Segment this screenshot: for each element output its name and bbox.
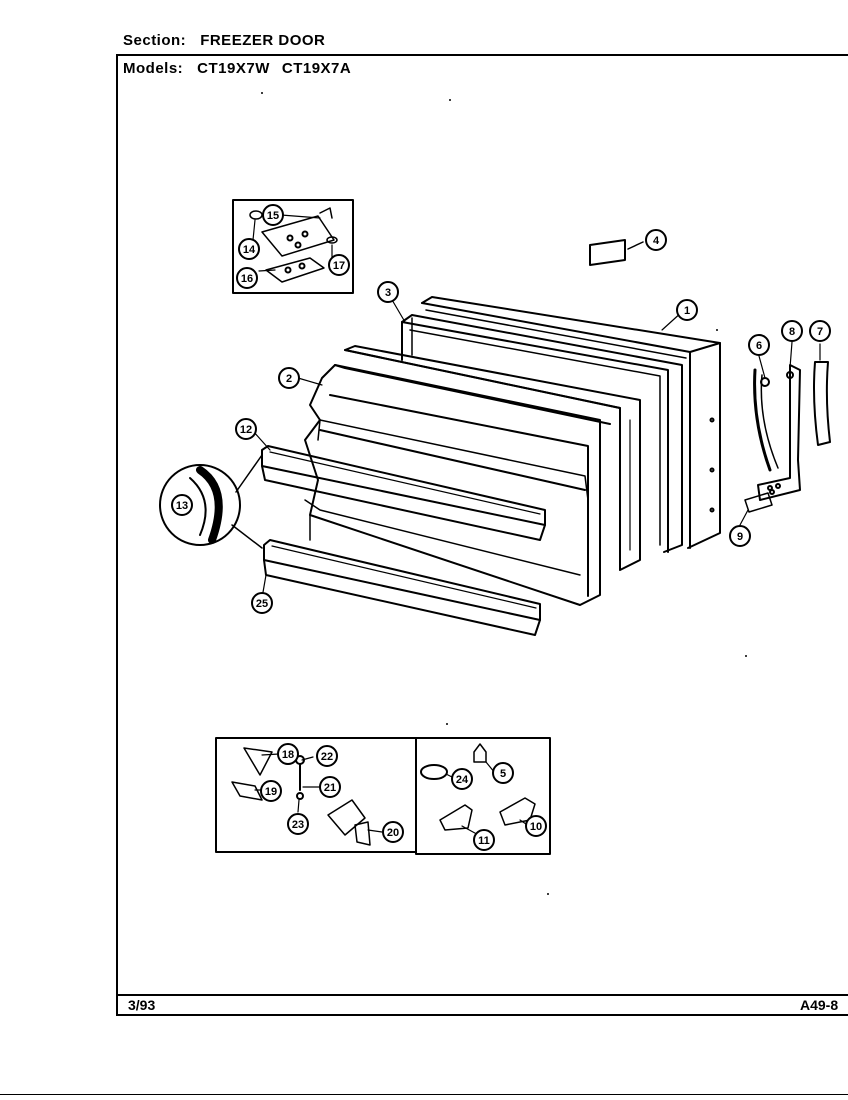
shelf-end-detail — [159, 454, 263, 549]
callout-number: 5 — [500, 768, 506, 780]
part-callout-20[interactable]: 20 — [382, 821, 404, 843]
callout-circle — [451, 768, 473, 790]
part-callout-9[interactable]: 9 — [729, 525, 751, 547]
callout-circle — [382, 821, 404, 843]
model-number: CT19X7W — [197, 60, 270, 77]
callout-number: 8 — [789, 326, 795, 338]
callout-number: 20 — [387, 827, 399, 839]
diagram-frame — [116, 54, 848, 1016]
part-callout-19[interactable]: 19 — [260, 780, 282, 802]
part-callout-3[interactable]: 3 — [377, 281, 399, 303]
callout-circle — [748, 334, 770, 356]
hardware-inset — [415, 737, 551, 855]
callout-circle — [287, 813, 309, 835]
callout-circle — [260, 780, 282, 802]
callout-circle — [316, 745, 338, 767]
part-callout-18[interactable]: 18 — [277, 743, 299, 765]
part-callout-15[interactable]: 15 — [262, 204, 284, 226]
page-bottom-line — [0, 1094, 848, 1095]
callout-number: 21 — [324, 782, 336, 794]
part-callout-6[interactable]: 6 — [748, 334, 770, 356]
callout-number: 1 — [684, 305, 690, 317]
part-callout-11[interactable]: 11 — [473, 829, 495, 851]
lower-door-shelf — [263, 539, 541, 636]
callout-circle — [781, 320, 803, 342]
section-title: FREEZER DOOR — [200, 32, 326, 49]
callout-circle — [492, 762, 514, 784]
upper-door-shelf — [261, 445, 546, 541]
callout-circle — [676, 299, 698, 321]
callout-number: 9 — [737, 531, 743, 543]
callout-circle — [278, 367, 300, 389]
callout-number: 18 — [282, 749, 294, 761]
section-label: Section: — [123, 32, 187, 49]
callout-number: 14 — [243, 244, 256, 256]
part-callout-1[interactable]: 1 — [676, 299, 698, 321]
part-callout-17[interactable]: 17 — [328, 254, 350, 276]
callout-number: 7 — [817, 326, 823, 338]
callout-number: 22 — [321, 751, 333, 763]
part-callout-25[interactable]: 25 — [251, 592, 273, 614]
revision-date: 3/93 — [128, 997, 156, 1013]
part-callout-22[interactable]: 22 — [316, 745, 338, 767]
liner-frame — [344, 345, 641, 571]
callout-circle — [171, 494, 193, 516]
callout-circle — [328, 254, 350, 276]
callout-circle — [277, 743, 299, 765]
part-callout-16[interactable]: 16 — [236, 267, 258, 289]
model-number: CT19X7A — [281, 60, 352, 77]
callout-circle — [645, 229, 667, 251]
models-label: Models: — [123, 60, 184, 77]
callout-circle — [473, 829, 495, 851]
rating-plate — [589, 239, 626, 266]
part-callout-5[interactable]: 5 — [492, 762, 514, 784]
part-callout-13[interactable]: 13 — [171, 494, 193, 516]
callout-number: 2 — [286, 373, 292, 385]
outer-door-panel — [421, 296, 721, 549]
callout-number: 12 — [240, 424, 252, 436]
callout-circle — [235, 418, 257, 440]
callout-circle — [238, 238, 260, 260]
models-heading: Models: CT19X7W CT19X7A — [123, 60, 363, 77]
callout-circle — [809, 320, 831, 342]
callout-circle — [729, 525, 751, 547]
page-code: A49-8 — [800, 997, 839, 1013]
part-callout-8[interactable]: 8 — [781, 320, 803, 342]
callout-number: 23 — [292, 819, 304, 831]
part-callout-23[interactable]: 23 — [287, 813, 309, 835]
callout-circle — [525, 815, 547, 837]
part-callout-10[interactable]: 10 — [525, 815, 547, 837]
part-callout-24[interactable]: 24 — [451, 768, 473, 790]
callout-circle — [377, 281, 399, 303]
callout-number: 6 — [756, 340, 762, 352]
callout-circle — [262, 204, 284, 226]
callout-number: 19 — [265, 786, 277, 798]
callout-circle — [236, 267, 258, 289]
part-callout-7[interactable]: 7 — [809, 320, 831, 342]
callout-number: 11 — [478, 835, 490, 847]
part-callout-2[interactable]: 2 — [278, 367, 300, 389]
callout-number: 17 — [333, 260, 345, 272]
callout-number: 4 — [653, 235, 660, 247]
part-callout-21[interactable]: 21 — [319, 776, 341, 798]
callout-number: 25 — [256, 598, 268, 610]
callout-circle — [319, 776, 341, 798]
section-heading: Section: FREEZER DOOR — [123, 32, 325, 49]
callout-number: 13 — [176, 500, 188, 512]
callout-number: 3 — [385, 287, 391, 299]
inner-door-liner — [304, 364, 611, 606]
door-gasket — [401, 314, 683, 553]
part-callout-12[interactable]: 12 — [235, 418, 257, 440]
callout-number: 10 — [530, 821, 542, 833]
callout-layer: 1234567891011121314151617181920212223242… — [171, 204, 831, 851]
part-callout-14[interactable]: 14 — [238, 238, 260, 260]
callout-circle — [251, 592, 273, 614]
callout-number: 24 — [456, 774, 469, 786]
callout-number: 15 — [267, 210, 279, 222]
callout-number: 16 — [241, 273, 253, 285]
part-callout-4[interactable]: 4 — [645, 229, 667, 251]
footer-divider — [116, 994, 848, 996]
door-hinges — [744, 361, 831, 513]
